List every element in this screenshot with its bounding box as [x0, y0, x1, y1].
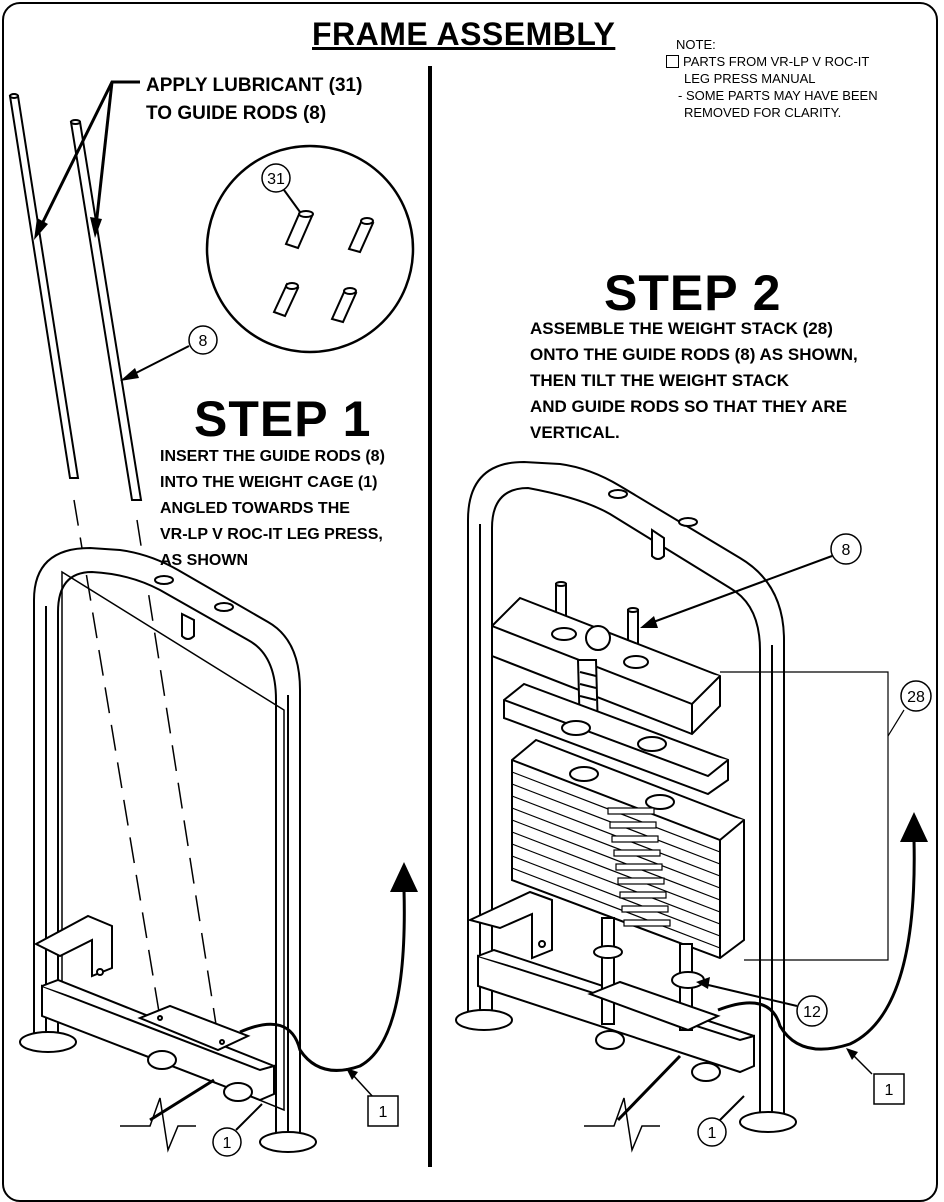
callout-1-step1-label: 1 — [223, 1135, 232, 1152]
callout-1-box-step2 — [873, 1073, 905, 1105]
step2-instructions: ASSEMBLE THE WEIGHT STACK (28) ONTO THE … — [530, 316, 858, 446]
step2-line: ASSEMBLE THE WEIGHT STACK (28) — [530, 319, 833, 338]
note-line-2: LEG PRESS MANUAL — [684, 71, 816, 86]
step2-break-symbol — [584, 1097, 660, 1153]
step2-line: THEN TILT THE WEIGHT STACK — [530, 371, 790, 390]
callout-8-step2-arrowhead — [640, 616, 658, 628]
callout-8-step2-leader — [647, 555, 833, 625]
step1-line: INSERT THE GUIDE RODS (8) — [160, 448, 385, 465]
callout-12-label: 12 — [803, 1004, 821, 1021]
lubricant-line-2: TO GUIDE RODS (8) — [146, 103, 327, 124]
rod-end-details — [272, 210, 375, 324]
callout-28-label: 28 — [907, 689, 925, 706]
note-block: NOTE: PARTS FROM VR-LP V ROC-IT LEG PRES… — [666, 36, 878, 121]
callout-1-box-step1-label: 1 — [379, 1104, 388, 1121]
step2-line: ONTO THE GUIDE RODS (8) AS SHOWN, — [530, 345, 858, 364]
lubricant-line-1: APPLY LUBRICANT (31) — [146, 75, 363, 96]
callout-1-step1-circle — [212, 1127, 242, 1157]
note-line-4: REMOVED FOR CLARITY. — [684, 105, 842, 120]
lubricant-arrows — [38, 80, 140, 229]
step1-up-arrowhead — [390, 862, 418, 892]
callout-1-step2-leader — [719, 1095, 745, 1121]
callout-8-step1-arrowhead — [120, 368, 139, 381]
step2-title: STEP 2 — [604, 265, 782, 321]
callout-28-leader — [887, 709, 905, 737]
callout-31-label: 31 — [267, 171, 285, 188]
arrowhead-right-rod — [90, 217, 102, 238]
assembly-illustration: 31 8 1 1 8 28 12 1 1 — [8, 66, 932, 1167]
note-heading: NOTE: — [676, 37, 716, 52]
step1-instructions: INSERT THE GUIDE RODS (8) INTO THE WEIGH… — [160, 444, 385, 574]
callout-12-circle — [796, 995, 828, 1027]
page-title: FRAME ASSEMBLY — [312, 16, 616, 52]
step1-guide-rods — [8, 93, 143, 501]
step1-insertion-lines — [73, 499, 221, 1051]
step1-line: VR-LP V ROC-IT LEG PRESS, — [160, 526, 383, 543]
step1-weight-cage — [19, 546, 317, 1153]
step2-selector-holes — [607, 807, 671, 927]
callout-1-box-step2-leader — [851, 1053, 873, 1075]
note-line-1: PARTS FROM VR-LP V ROC-IT — [666, 53, 878, 70]
callout-1-step2-circle — [697, 1117, 727, 1147]
callout-1-box-step2-label: 1 — [885, 1082, 894, 1099]
step2-line: AND GUIDE RODS SO THAT THEY ARE — [530, 397, 848, 416]
step1-break-symbol — [120, 1097, 196, 1153]
step2-connection-line — [616, 1054, 682, 1122]
step2-up-arrowhead — [900, 812, 928, 842]
lubricant-instruction: APPLY LUBRICANT (31) TO GUIDE RODS (8) — [146, 72, 362, 128]
callout-8-step1-leader — [129, 345, 190, 377]
step2-weight-stack — [491, 581, 745, 960]
callout-12-arrowhead — [696, 977, 710, 989]
step1-connection-line — [149, 1078, 215, 1122]
callout-8-step2-label: 8 — [842, 542, 851, 559]
lubricant-detail-circle — [205, 144, 415, 354]
arrowhead-left-rod — [34, 218, 48, 240]
step2-weight-plates-lines — [511, 771, 721, 949]
step2-lower-rods — [587, 917, 721, 1032]
callout-1-box-step1-arrowhead — [346, 1068, 358, 1080]
callout-8-step1-circle — [188, 325, 218, 355]
step1-line: ANGLED TOWARDS THE — [160, 500, 350, 517]
callout-1-box-step2-arrowhead — [846, 1048, 858, 1060]
callout-28-circle — [900, 680, 932, 712]
step2-up-arrow — [717, 839, 916, 1051]
callout-12-leader — [703, 983, 798, 1007]
callout-31-circle — [261, 163, 291, 193]
callout-8-step2-circle — [830, 533, 862, 565]
note-line-3: - SOME PARTS MAY HAVE BEEN — [678, 88, 878, 103]
step1-up-arrow — [239, 889, 406, 1072]
callout-8-step1-label: 8 — [199, 333, 208, 350]
step1-title: STEP 1 — [194, 391, 372, 447]
callout-28-bracket — [720, 671, 889, 961]
step1-line: INTO THE WEIGHT CAGE (1) — [160, 474, 378, 491]
step2-line: VERTICAL. — [530, 423, 620, 442]
callout-1-step2-label: 1 — [708, 1125, 717, 1142]
step1-line: AS SHOWN — [160, 552, 248, 569]
callout-1-step1-leader — [235, 1103, 263, 1131]
callout-31-leader — [283, 189, 301, 213]
checkbox-square-icon — [666, 55, 679, 68]
callout-1-box-step1 — [367, 1095, 399, 1127]
callout-1-box-step1-leader — [351, 1073, 375, 1099]
note-line-1-text: PARTS FROM VR-LP V ROC-IT — [683, 54, 870, 69]
